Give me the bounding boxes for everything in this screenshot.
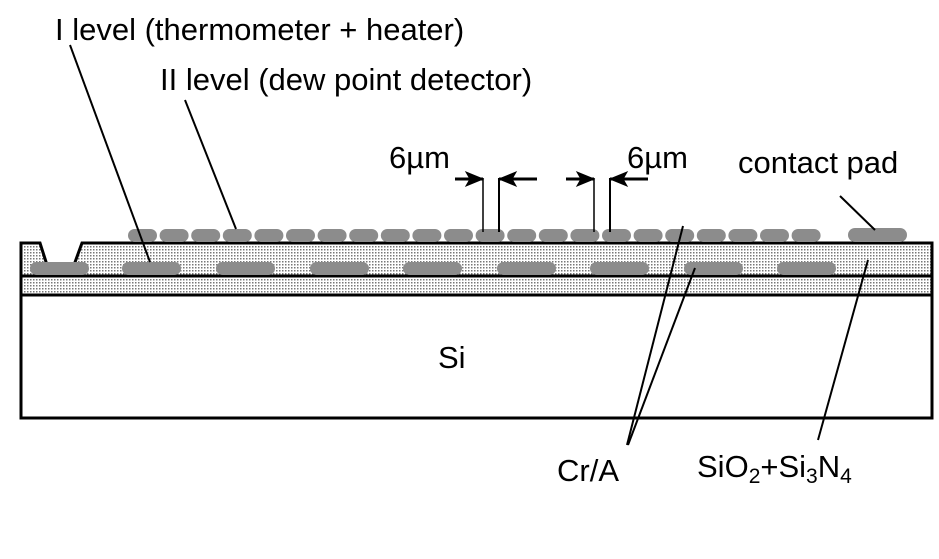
label-dielectric: SiO2+Si3N4 [697,449,852,488]
dielectric-part-1: SiO [697,449,749,484]
leader-level1 [69,44,151,263]
label-contact-pad: contact pad [738,145,898,180]
level2-stripe [349,229,379,242]
level1-stripe [216,262,275,275]
leader-cr-a-2 [627,267,696,446]
level2-stripe [507,229,537,242]
level2-stripe [570,229,600,242]
level2-stripe [222,229,252,242]
dielectric-part-3: N [818,449,840,484]
silicon-substrate [19,293,934,420]
level2-stripe [633,229,663,242]
level2-stripe [191,229,221,242]
leader-level2 [184,99,237,230]
dielectric-sub-1: 2 [749,465,761,488]
contact-pad-metal [848,228,907,242]
level2-stripe [602,229,631,242]
dielectric-sub-3: 4 [840,465,852,488]
leader-lines [69,44,876,446]
level1-stripe [30,262,89,275]
level1-stripe [684,262,743,275]
level1-stripe [777,262,836,275]
leader-cr-a-1 [626,225,684,446]
level1-stripe [403,262,462,275]
dimension-marker-left [455,170,537,232]
dielectric-part-2: +Si [760,449,806,484]
dimension-marker-right [566,170,648,232]
level2-metal-stripes [128,229,821,242]
level2-stripe [128,229,157,242]
level2-stripe [475,229,505,242]
level2-stripe [760,229,789,242]
level2-stripe [696,229,726,242]
leader-contact-pad [839,195,876,231]
level2-stripe [254,229,284,242]
level2-stripe [791,229,821,242]
label-dimension-right: 6µm [627,140,688,175]
label-level1: I level (thermometer + heater) [55,12,464,47]
level2-stripe [412,229,442,242]
level1-stripe [122,262,181,275]
level2-stripe [538,229,568,242]
label-cr-a: Cr/A [557,453,619,488]
level1-stripe [590,262,649,275]
level2-stripe [317,229,347,242]
level2-stripe [380,229,410,242]
level1-metal-stripes [30,262,836,275]
level2-stripe [728,229,758,242]
level2-stripe [159,229,189,242]
leader-dielectric [817,259,869,441]
label-si: Si [438,340,466,375]
level2-stripe [286,229,315,242]
label-level2: II level (dew point detector) [160,62,532,97]
level1-stripe [497,262,556,275]
level2-stripe [444,229,473,242]
level1-stripe [310,262,369,275]
label-dimension-left: 6µm [389,140,450,175]
lower-dielectric-layer [19,274,934,297]
dielectric-sub-2: 3 [806,465,818,488]
